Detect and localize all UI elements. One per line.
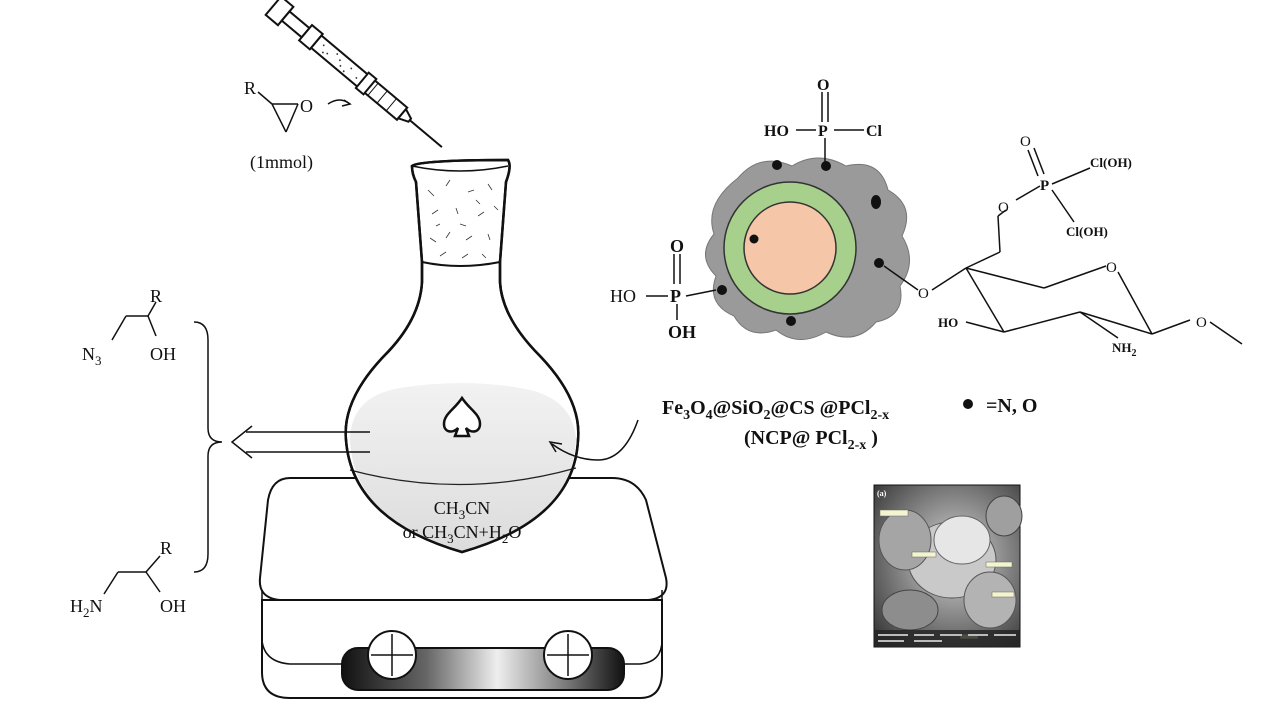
sugar-ho: HO (938, 315, 958, 330)
catalyst-name: Fe3O4@SiO2@CS @PCl2-x (662, 397, 889, 423)
catalyst-abbreviation: (NCP@ PCl2-x ) (744, 427, 878, 453)
sugar-ring-o: O (1106, 260, 1117, 276)
sugar-end-o: O (1196, 315, 1207, 331)
chitosan-sugar-ring (883, 147, 1243, 345)
product-azido-alcohol (111, 301, 157, 341)
phosphate-right-link-o: O (998, 200, 1009, 216)
stopper-speckle (427, 179, 499, 259)
epoxide-structure (257, 91, 352, 133)
azido-r-label: R (150, 286, 162, 306)
heater-dial-right (543, 630, 593, 680)
product-amino-alcohol (103, 555, 161, 595)
epoxide-r-label: R (244, 78, 256, 98)
legend-dot (963, 399, 973, 409)
catalyst-addition-arrow (548, 419, 639, 461)
hot-plate (258, 477, 668, 699)
reaction-arrow (230, 425, 370, 459)
phosphate-top (796, 92, 864, 162)
heater-dial-left (367, 630, 417, 680)
phosphate-right-cloh-1: Cl(OH) (1090, 155, 1132, 170)
amino-r-label: R (160, 538, 172, 558)
syringe (264, 0, 443, 148)
amino-h2n-label: H2N (70, 596, 103, 620)
phosphate-right-o: O (1020, 134, 1031, 150)
phosphate-top-ho: HO (764, 123, 789, 140)
phosphate-top-o: O (817, 77, 829, 94)
sugar-nh2: NH2 (1112, 340, 1137, 359)
legend-label: =N, O (986, 395, 1037, 417)
epoxide-o-label: O (300, 96, 313, 116)
amino-oh-label: OH (160, 596, 186, 616)
spade-stir-bar-icon (442, 395, 482, 438)
phosphate-left (646, 254, 717, 320)
phosphate-left-o: O (670, 236, 684, 256)
azido-oh-label: OH (150, 344, 176, 364)
round-bottom-flask: CH3CN or CH3CN+H2O (344, 158, 580, 554)
phosphate-right-p: P (1040, 178, 1049, 194)
phosphate-right-cloh-2: Cl(OH) (1066, 224, 1108, 239)
epoxide-amount: (1mmol) (250, 152, 313, 173)
solvent-label-1: CH3CN (434, 498, 491, 522)
phosphate-top-cl: Cl (866, 123, 883, 140)
phosphate-left-oh: OH (668, 322, 696, 342)
sem-panel-label: (a) (877, 489, 887, 498)
solvent-label-2: or CH3CN+H2O (403, 522, 522, 546)
nanoparticle (705, 157, 910, 340)
phosphate-left-p: P (670, 286, 681, 306)
magnetite-core (743, 201, 837, 295)
sem-micrograph: (a) (873, 484, 1023, 648)
sugar-link-o: O (918, 286, 929, 302)
heteroatom-dots (717, 160, 884, 326)
phosphate-top-p: P (818, 123, 828, 140)
phosphate-left-ho: HO (610, 286, 636, 306)
azido-n3-label: N3 (82, 344, 102, 368)
products-bracket (193, 321, 223, 573)
